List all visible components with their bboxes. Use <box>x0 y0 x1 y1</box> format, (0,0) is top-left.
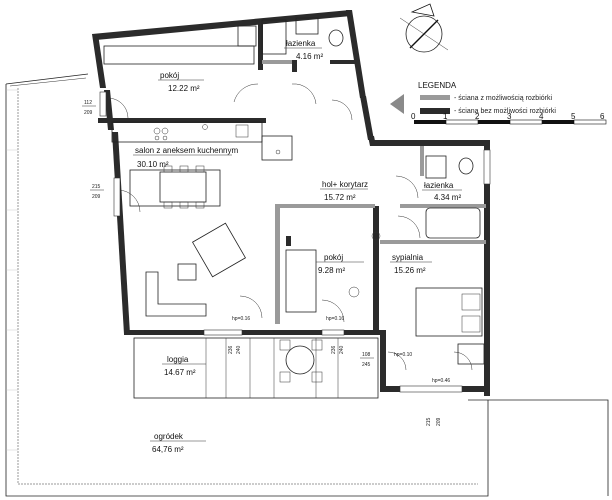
scale-labels: 0 1 2 3 4 5 6 <box>411 112 605 121</box>
room-name: pokój <box>324 253 343 262</box>
window-dimension-marks: 112 209 215 209 215 209 <box>82 100 442 426</box>
window-mark-bottom: 209 <box>84 110 93 116</box>
scale-tick-label: 6 <box>600 112 605 121</box>
room-name: sypialnia <box>392 253 424 262</box>
room-name: loggia <box>167 355 189 364</box>
room-area: 14.67 m² <box>164 368 196 377</box>
window-mark-bottom: 209 <box>436 417 442 426</box>
sill-mark: 245 <box>362 362 371 368</box>
room-area: 12.22 m² <box>168 84 200 93</box>
windows <box>99 91 491 393</box>
sill-mark: 108 <box>362 352 371 358</box>
window-mark-top: 112 <box>84 100 92 106</box>
door-height: hp=0.16 <box>326 316 344 322</box>
window-mark-top: 215 <box>426 417 432 426</box>
scale-tick-label: 1 <box>443 112 448 121</box>
door-height: hp=0.16 <box>232 316 250 322</box>
structural-walls <box>92 10 490 396</box>
kitchen-counter <box>111 121 293 161</box>
room-labels: łazienka 4.16 m² pokój 12.22 m² salon z … <box>133 39 462 454</box>
sill-mark: 236 <box>228 345 234 354</box>
scale-tick-label: 2 <box>475 112 480 121</box>
room-name: hol+ korytarz <box>322 180 368 189</box>
room-area: 15.26 m² <box>394 266 426 275</box>
terrain-hatch <box>6 89 18 451</box>
room-area: 30.10 m² <box>137 160 169 169</box>
loggia-deck <box>133 337 379 399</box>
door-height: hp=0.10 <box>394 352 412 358</box>
legend-swatch-removable <box>420 95 450 100</box>
scale-tick-label: 5 <box>571 112 576 121</box>
scale-tick-label: 4 <box>539 112 544 121</box>
scale-tick-label: 0 <box>411 112 416 121</box>
legend-title: LEGENDA <box>418 81 457 90</box>
sill-mark: 240 <box>339 345 345 354</box>
legend: LEGENDA - ściana z możliwością rozbiórki… <box>418 81 556 115</box>
room-name: łazienka <box>286 39 316 48</box>
room-area: 4.34 m² <box>434 193 461 202</box>
room-name: pokój <box>160 71 179 80</box>
legend-item-label: - ściana bez możliwości rozbiórki <box>454 108 556 115</box>
sill-mark: 236 <box>331 345 337 354</box>
scale-bar <box>414 119 607 125</box>
door-height: hp=0.46 <box>432 378 450 384</box>
legend-swatch-structural <box>420 108 450 114</box>
room-area: 64,76 m² <box>152 445 184 454</box>
room-name: łazienka <box>424 181 454 190</box>
bedroom-furniture <box>103 25 485 365</box>
north-arrow-icon <box>399 3 449 53</box>
room-area: 15.72 m² <box>324 193 356 202</box>
window-mark-bottom: 209 <box>92 194 101 200</box>
sofa <box>145 222 247 317</box>
door-height-marks: hp=0.16 hp=0.16 hp=0.46 hp=0.10 <box>232 316 450 384</box>
legend-graphic <box>390 94 450 114</box>
room-name: salon z aneksem kuchennym <box>135 146 239 155</box>
door-swings <box>107 83 473 371</box>
dining-table <box>129 165 221 209</box>
scale-tick-label: 3 <box>507 112 512 121</box>
room-area: 4.16 m² <box>296 52 323 61</box>
sill-mark: 240 <box>236 345 242 354</box>
legend-item-label: - ściana z możliwością rozbiórki <box>454 95 552 102</box>
removable-walls <box>262 60 486 324</box>
garden-boundary <box>5 73 609 497</box>
room-area: 9.28 m² <box>318 266 345 275</box>
window-mark-top: 215 <box>92 184 101 190</box>
room-name: ogródek <box>154 432 184 441</box>
bathroom-fixtures <box>261 17 481 313</box>
sill-marks: 236 240 236 240 108 245 <box>228 345 374 368</box>
